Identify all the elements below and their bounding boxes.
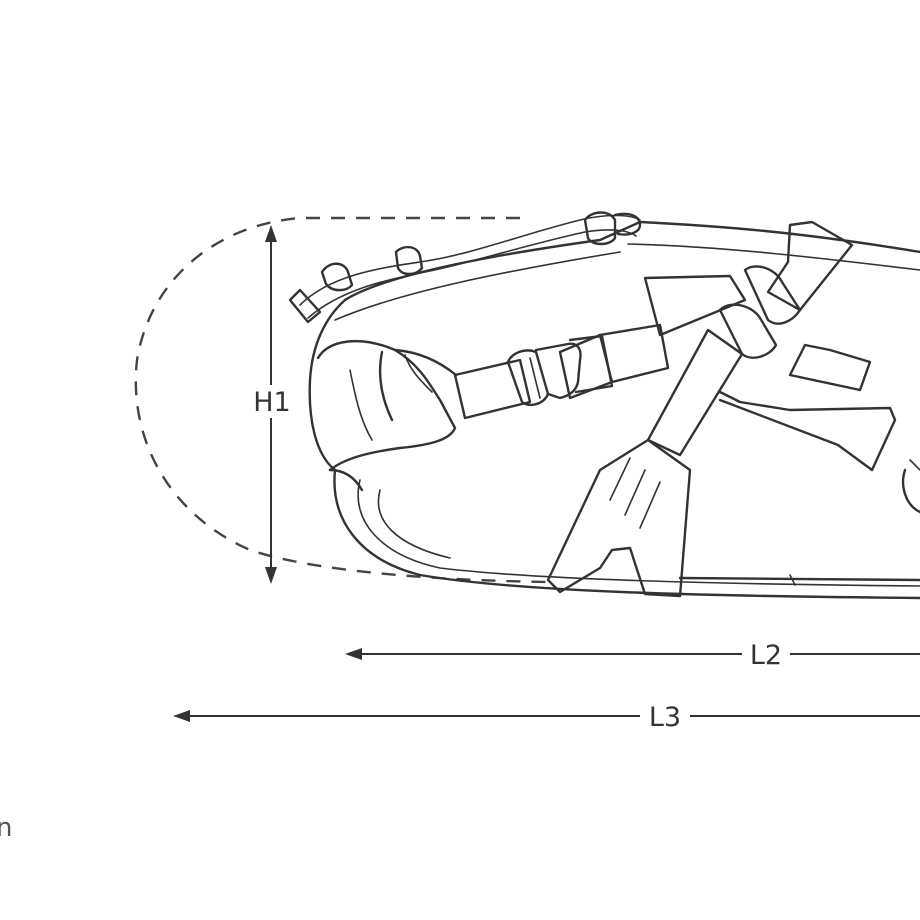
l2-label: L2 xyxy=(750,640,782,671)
l3-label: L3 xyxy=(649,702,681,733)
roll-closure xyxy=(316,339,458,492)
h1-dimension xyxy=(265,225,277,584)
l2-dimension xyxy=(345,648,920,660)
expanded-outline-dashed xyxy=(134,216,549,584)
h1-label: H1 xyxy=(253,387,290,418)
side-release-buckle xyxy=(534,334,614,400)
compression-strap xyxy=(453,323,670,420)
bag-body xyxy=(308,220,920,600)
side-panels xyxy=(643,274,920,514)
l3-dimension xyxy=(173,710,920,722)
cropped-text-fragment: n xyxy=(0,813,12,843)
diagonal-strap xyxy=(546,220,854,598)
bungee-cord xyxy=(288,211,642,324)
